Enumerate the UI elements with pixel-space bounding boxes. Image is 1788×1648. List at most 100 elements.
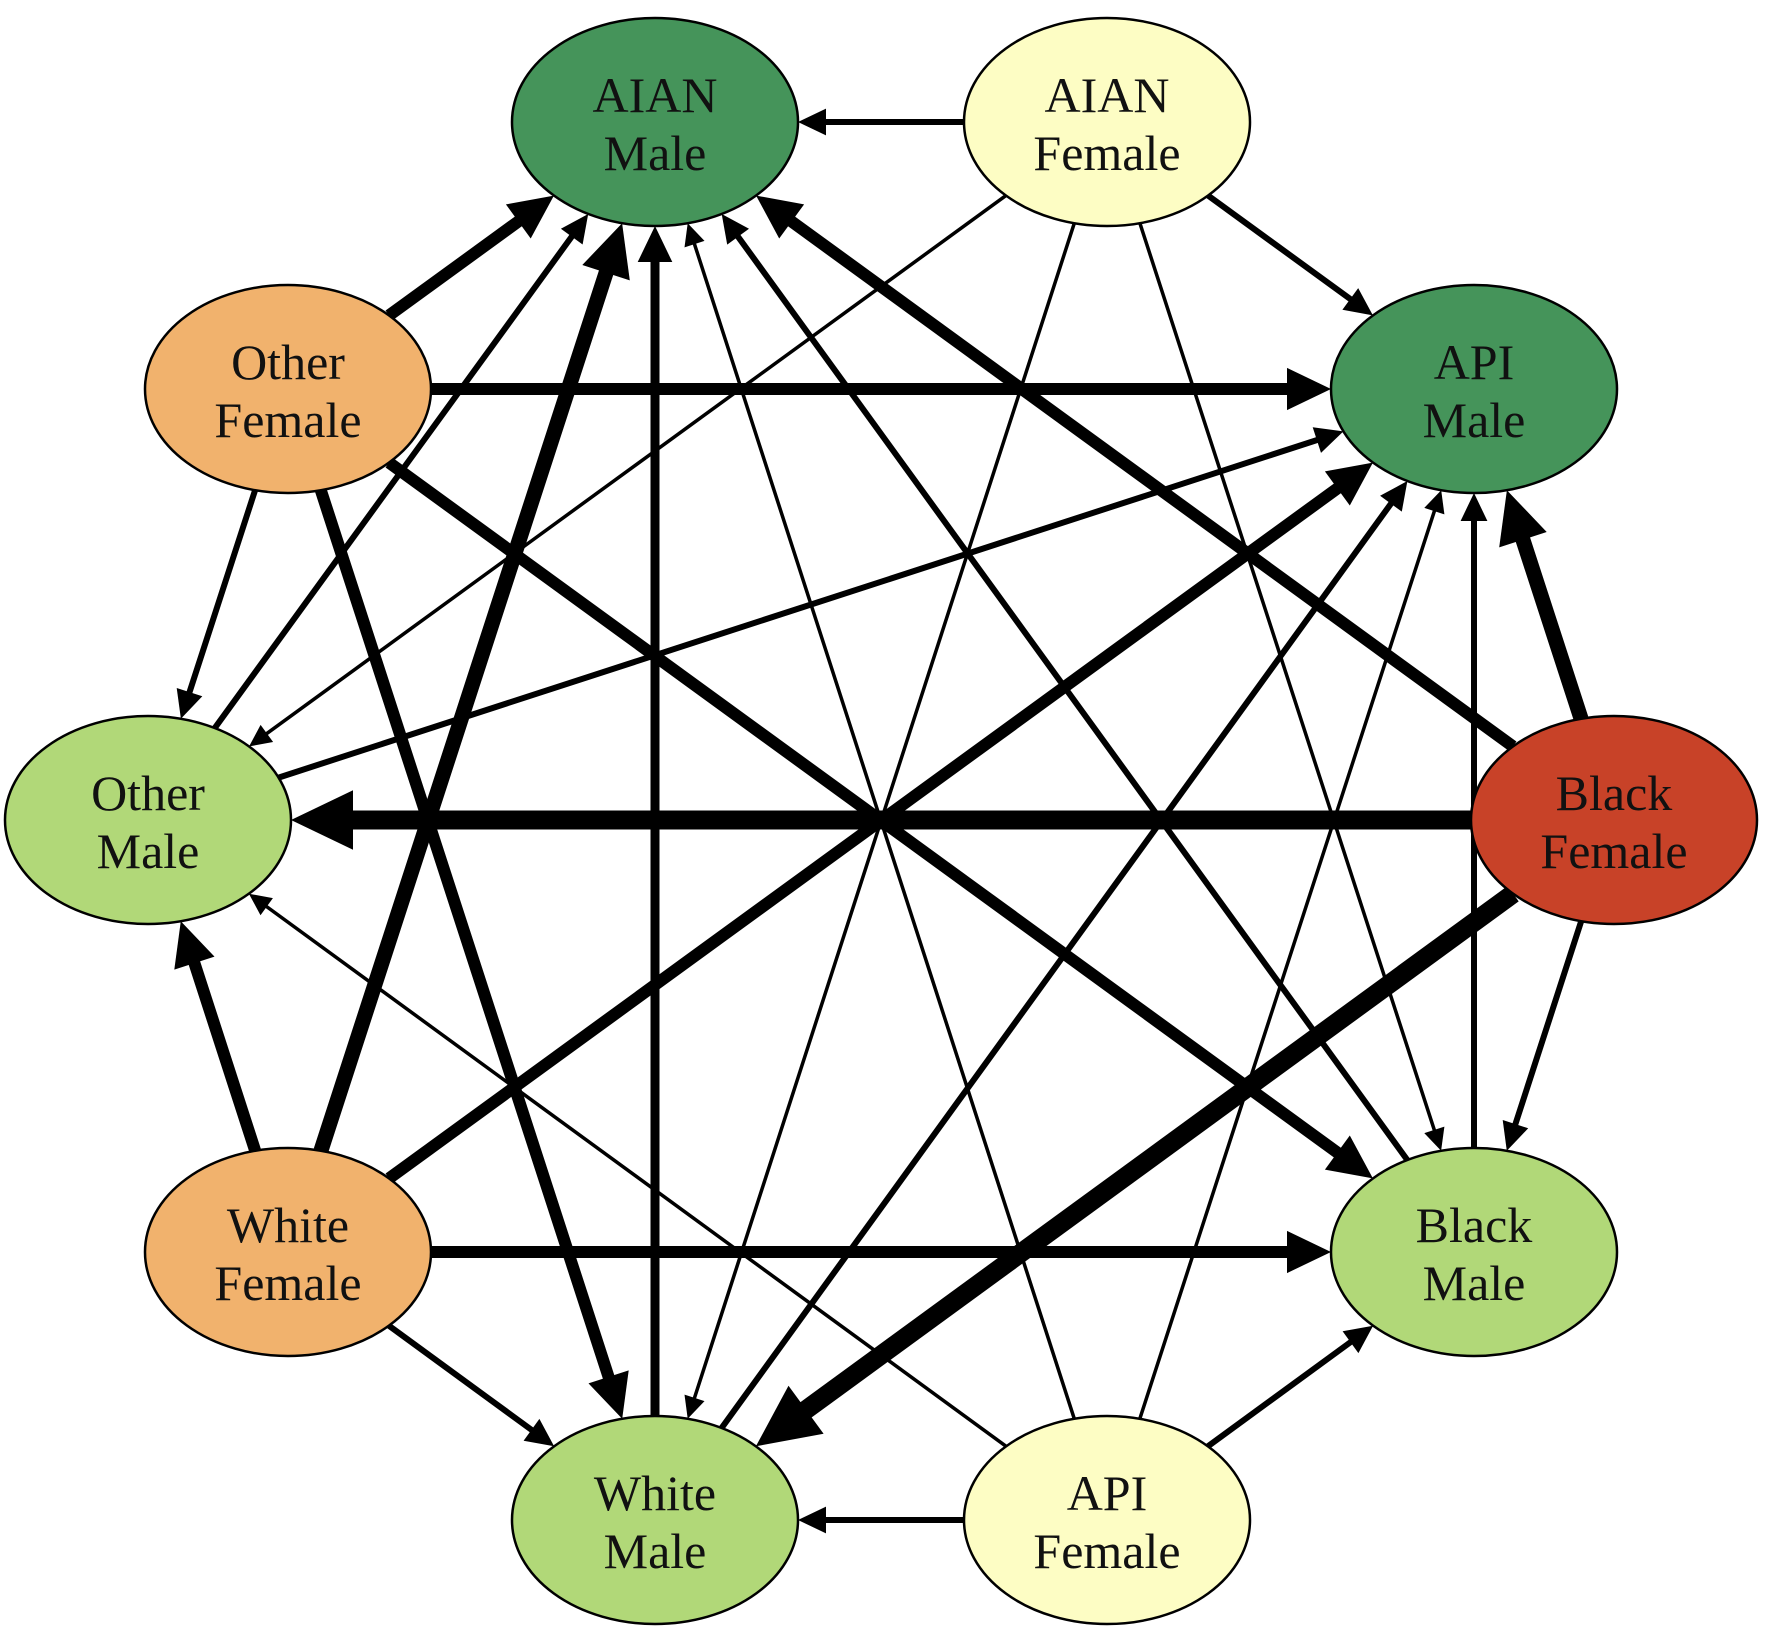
arrowhead-icon [505,195,554,239]
node-label-line: Female [1540,823,1687,879]
edge-aian-female-to-aian-male [798,108,964,136]
node-label-line: Male [1423,1255,1526,1311]
node-label-line: Female [214,1255,361,1311]
edge-white-female-to-aian-male [313,223,630,1154]
edge-api-female-to-api-male [1138,490,1445,1420]
node-label-line: API [1434,334,1515,390]
edge-black-female-to-black-male [1502,920,1585,1151]
edge-line [798,886,1519,1419]
node-label-line: API [1067,1465,1148,1521]
edge-line [212,233,576,730]
node-label-line: Male [604,125,707,181]
arrowhead-icon [1499,490,1547,548]
edge-white-male-to-aian-male [637,226,673,1416]
edge-api-female-to-other-male [248,893,1008,1448]
node-layer: AIANMaleAIANFemaleAPIMaleBlackFemaleBlac… [3,16,1759,1626]
node-ellipse [3,714,293,926]
edge-white-female-to-white-male [387,1323,555,1447]
node-ellipse [510,16,800,228]
node-label-line: White [227,1197,349,1253]
arrowhead-icon [798,1506,826,1534]
edge-other-female-to-black-male [385,457,1373,1179]
edge-line [734,233,1410,1162]
edge-black-female-to-other-male [291,790,1471,850]
edge-api-female-to-black-male [1206,1325,1374,1449]
arrowhead-icon [755,1385,824,1447]
edge-line [387,1323,535,1434]
edge-other-male-to-aian-male [212,214,589,730]
node-label-line: AIAN [593,67,718,123]
arrowhead-icon [1287,367,1331,411]
edge-line [186,489,258,696]
arrowhead-icon [1502,1120,1529,1151]
edge-white-male-to-api-male [719,481,1408,1430]
edge-black-female-to-api-male [1499,490,1589,722]
node-ellipse [1329,1146,1619,1358]
edge-other-female-to-aian-male [385,195,554,321]
edge-line [1206,1338,1354,1449]
arrowhead-icon [523,1418,555,1447]
edge-line [188,959,261,1153]
arrowhead-icon [1312,427,1344,453]
arrowhead-icon [560,214,589,245]
arrowhead-icon [756,195,805,239]
edge-line [786,215,1517,752]
edge-line [1511,920,1585,1127]
node-label-line: Female [214,392,361,448]
node-ellipse [143,283,433,495]
arrowhead-icon [1324,462,1373,506]
node-ellipse [962,1414,1252,1626]
arrowhead-icon [1324,1135,1373,1179]
arrowhead-icon [588,1370,629,1419]
node-label-line: Black [1416,1197,1533,1253]
arrowhead-icon [582,223,630,281]
edge-other-female-to-other-male [176,489,258,719]
edge-line [385,215,524,321]
edge-line [385,482,1343,1184]
arrowhead-icon [1287,1230,1331,1274]
node-label-line: Male [604,1523,707,1579]
arrowhead-icon [721,214,749,245]
edge-line [1138,508,1437,1420]
edge-api-female-to-aian-male [684,223,1076,1420]
edge-white-female-to-api-male [385,462,1373,1184]
arrowhead-icon [1380,481,1408,512]
arrowhead-icon [637,226,673,262]
node-label-line: Female [1033,125,1180,181]
arrowhead-icon [1342,1325,1374,1354]
edge-line [385,457,1343,1159]
arrowhead-icon [248,893,273,916]
edge-line [313,268,614,1154]
arrowhead-icon [798,108,826,136]
edge-line [315,488,615,1381]
node-label-line: Other [91,765,205,821]
node-label-line: Black [1556,765,1673,821]
edge-other-male-to-api-male [277,427,1344,781]
node-label-line: AIAN [1045,67,1170,123]
edge-line [277,436,1320,781]
node-ellipse [510,1414,800,1626]
edge-line [719,500,1395,1430]
edge-layer [174,108,1589,1534]
arrowhead-icon [1424,490,1445,515]
arrowhead-icon [174,921,215,970]
arrowhead-icon [249,724,274,747]
node-ellipse [1469,714,1759,926]
node-label-line: Female [1033,1523,1180,1579]
arrowhead-icon [176,688,203,719]
edge-line [692,241,1076,1420]
node-label-line: Male [1423,392,1526,448]
node-label-line: White [594,1465,716,1521]
edge-other-female-to-white-male [315,488,629,1419]
arrowhead-icon [684,223,705,248]
